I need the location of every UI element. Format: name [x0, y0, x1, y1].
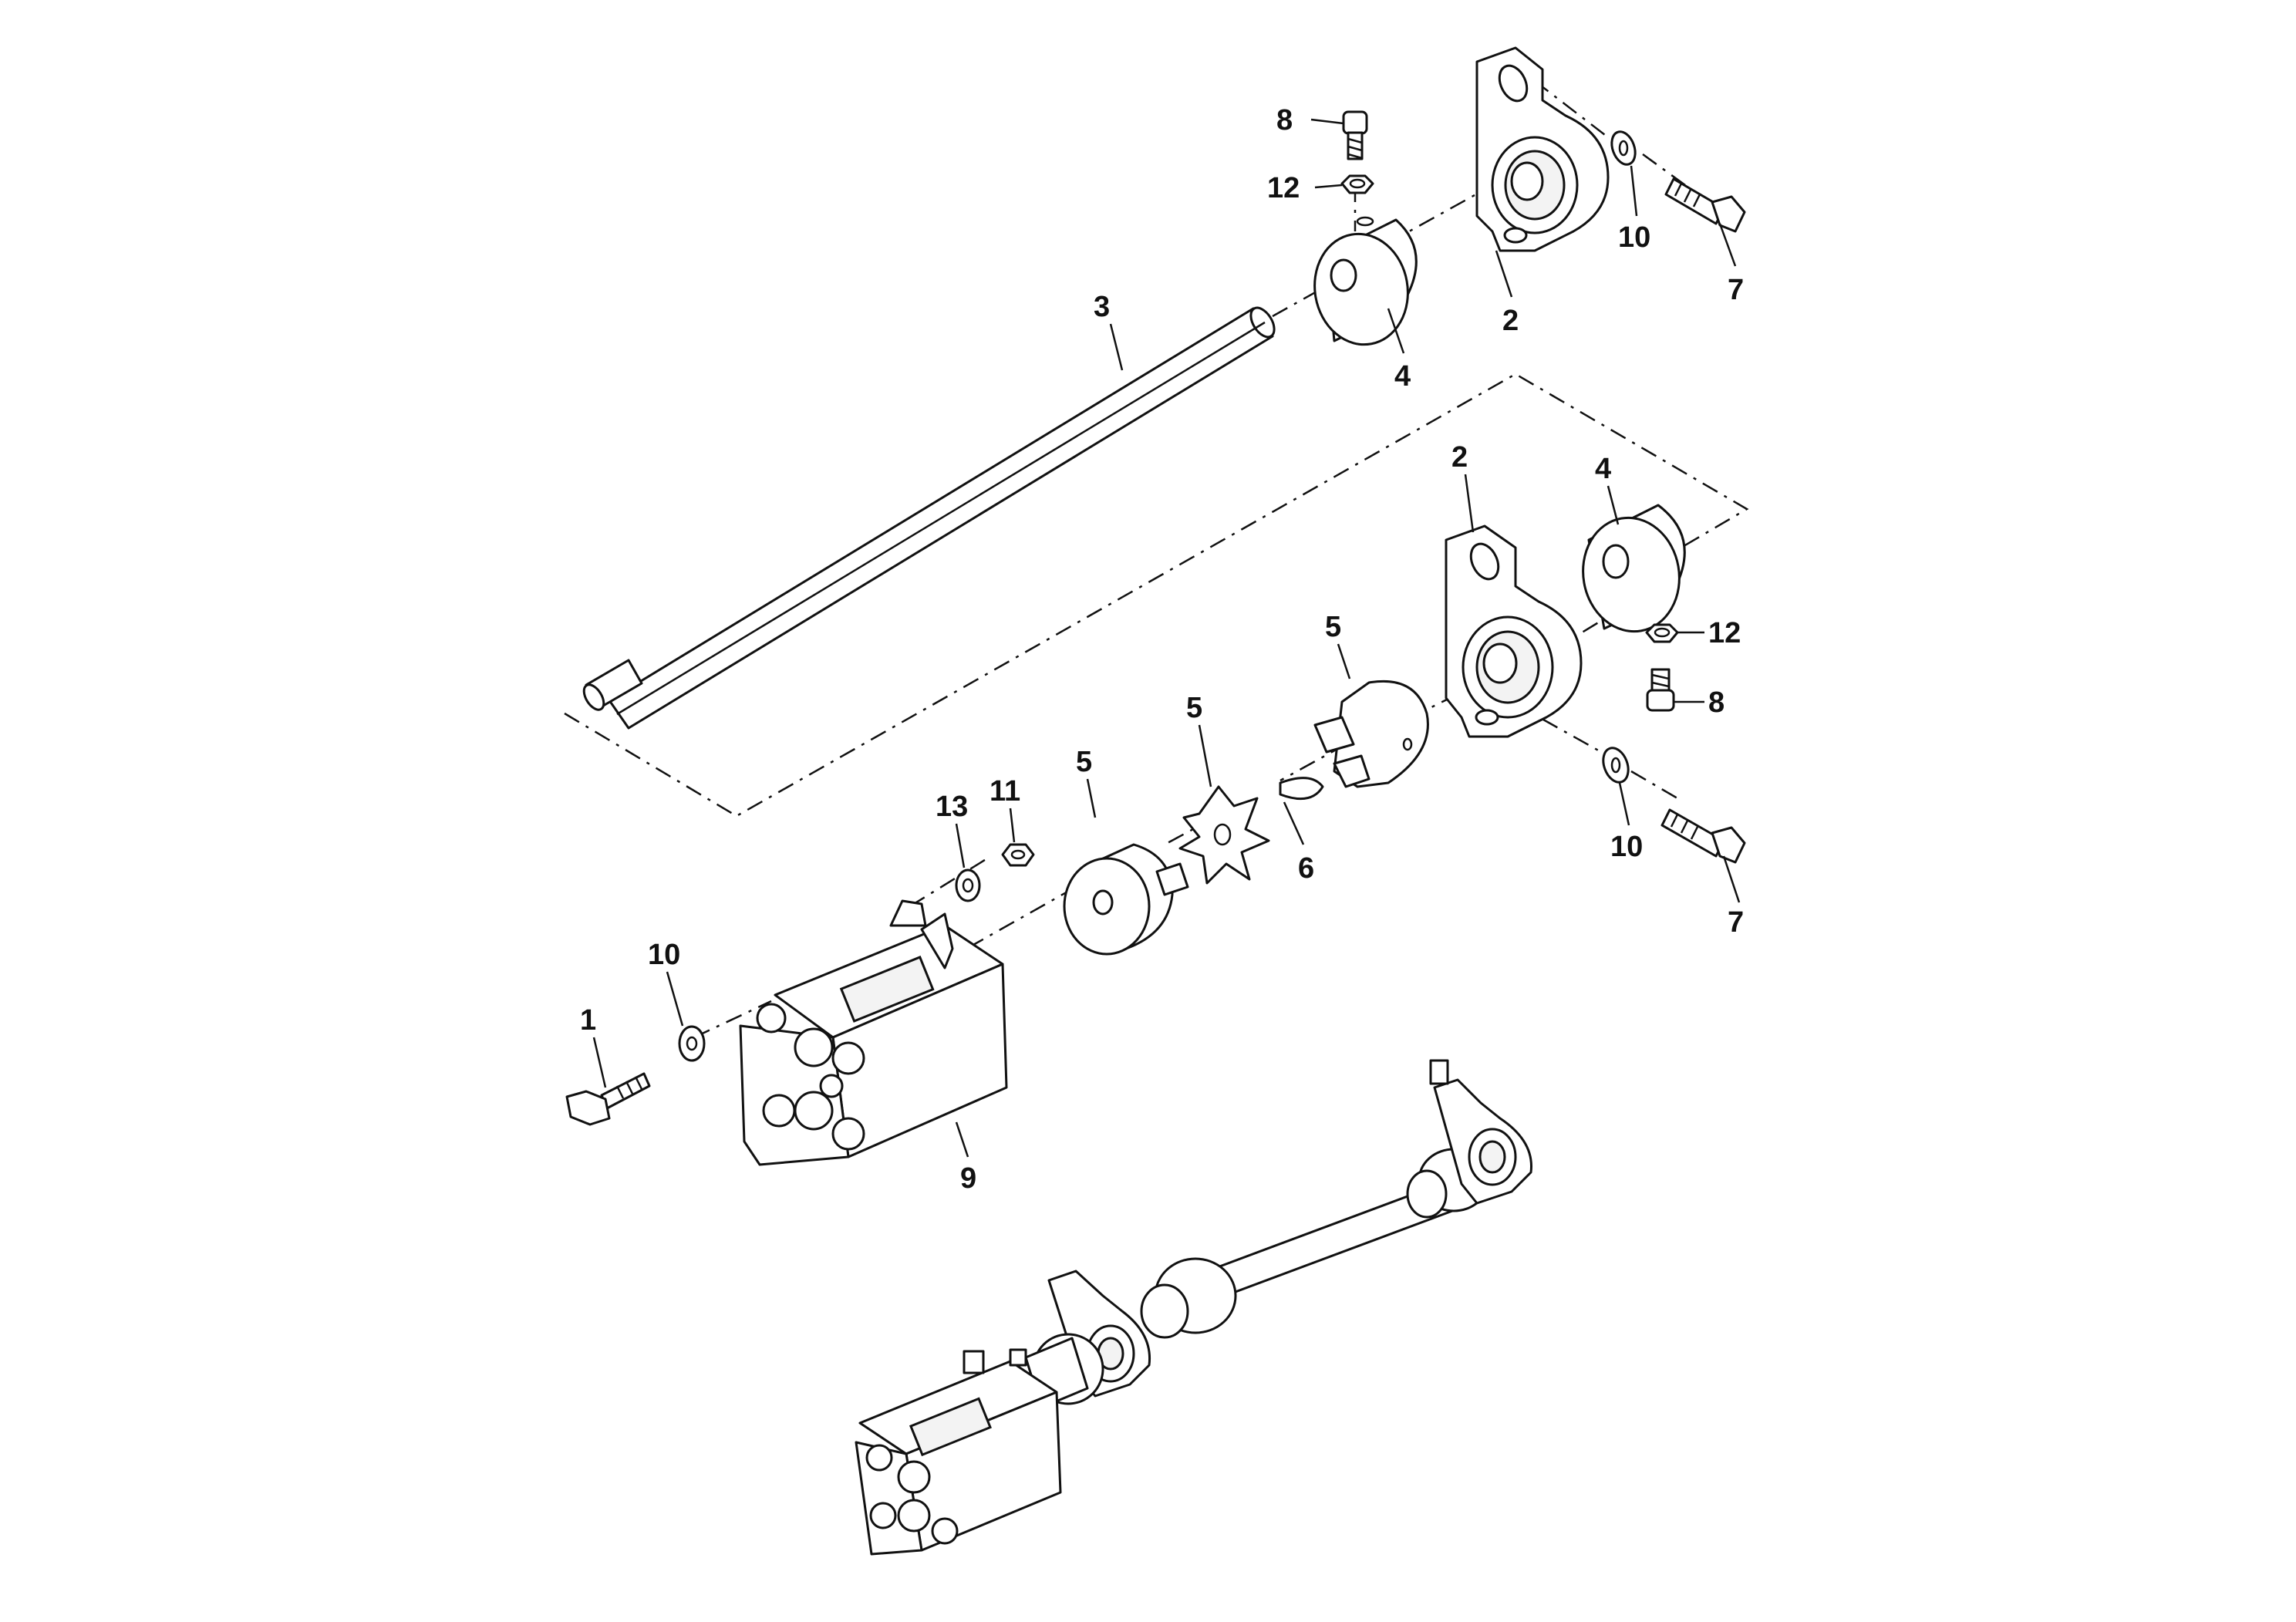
bearing-upper: [1475, 46, 1610, 252]
callout-label: 10: [648, 939, 680, 971]
callout-label: 1: [580, 1004, 596, 1037]
set-screw-upper: [1342, 110, 1368, 160]
callout-label: 2: [1451, 441, 1468, 474]
callout-label: 9: [960, 1162, 976, 1195]
shaft: [582, 306, 1276, 730]
callout-label: 2: [1502, 305, 1519, 337]
callout-label: 4: [1394, 360, 1411, 393]
jam-nut-right: [1645, 623, 1679, 643]
callout-label: 13: [936, 791, 968, 823]
callout-label: 8: [1708, 686, 1725, 719]
set-screw-right: [1646, 668, 1675, 712]
spider-insert: [1178, 785, 1270, 885]
callout-label: 8: [1276, 104, 1293, 137]
callout-leaders: [592, 118, 1741, 1158]
key: [1279, 777, 1324, 801]
collar-right: [1582, 504, 1686, 633]
lock-washer: [955, 868, 981, 902]
callout-label: 5: [1186, 692, 1202, 724]
callout-labels: 8 12 10 7 2 3 4 2 4 5 5 5 12 8 11 13 6 1…: [580, 104, 1744, 1195]
jam-nut-upper: [1340, 174, 1374, 194]
hydraulic-motor: [739, 899, 1008, 1166]
washer-left: [678, 1025, 706, 1062]
callout-label: 7: [1728, 274, 1744, 306]
callout-label: 5: [1325, 611, 1341, 643]
coupling-half-right: [1313, 679, 1429, 788]
collar-upper: [1313, 216, 1418, 346]
callout-label: 12: [1708, 617, 1741, 649]
callout-label: 10: [1610, 831, 1643, 863]
washer-middle-right: [1602, 747, 1630, 784]
coupling-half-left: [1063, 843, 1189, 956]
assembled-view: [855, 1059, 1532, 1556]
callout-label: 5: [1076, 746, 1092, 778]
washer-upper-right: [1610, 130, 1637, 166]
callout-label: 11: [990, 775, 1020, 808]
bolt-left: [565, 1072, 651, 1126]
callout-label: 7: [1728, 906, 1744, 939]
hex-nut: [1001, 843, 1035, 867]
bearing-middle: [1445, 524, 1583, 738]
callout-label: 3: [1094, 291, 1110, 323]
bolt-middle-right: [1660, 808, 1746, 864]
callout-label: 6: [1298, 852, 1314, 885]
callout-label: 10: [1618, 221, 1650, 254]
callout-label: 12: [1267, 172, 1300, 204]
callout-label: 4: [1595, 453, 1611, 485]
bolt-upper-right: [1664, 177, 1746, 233]
